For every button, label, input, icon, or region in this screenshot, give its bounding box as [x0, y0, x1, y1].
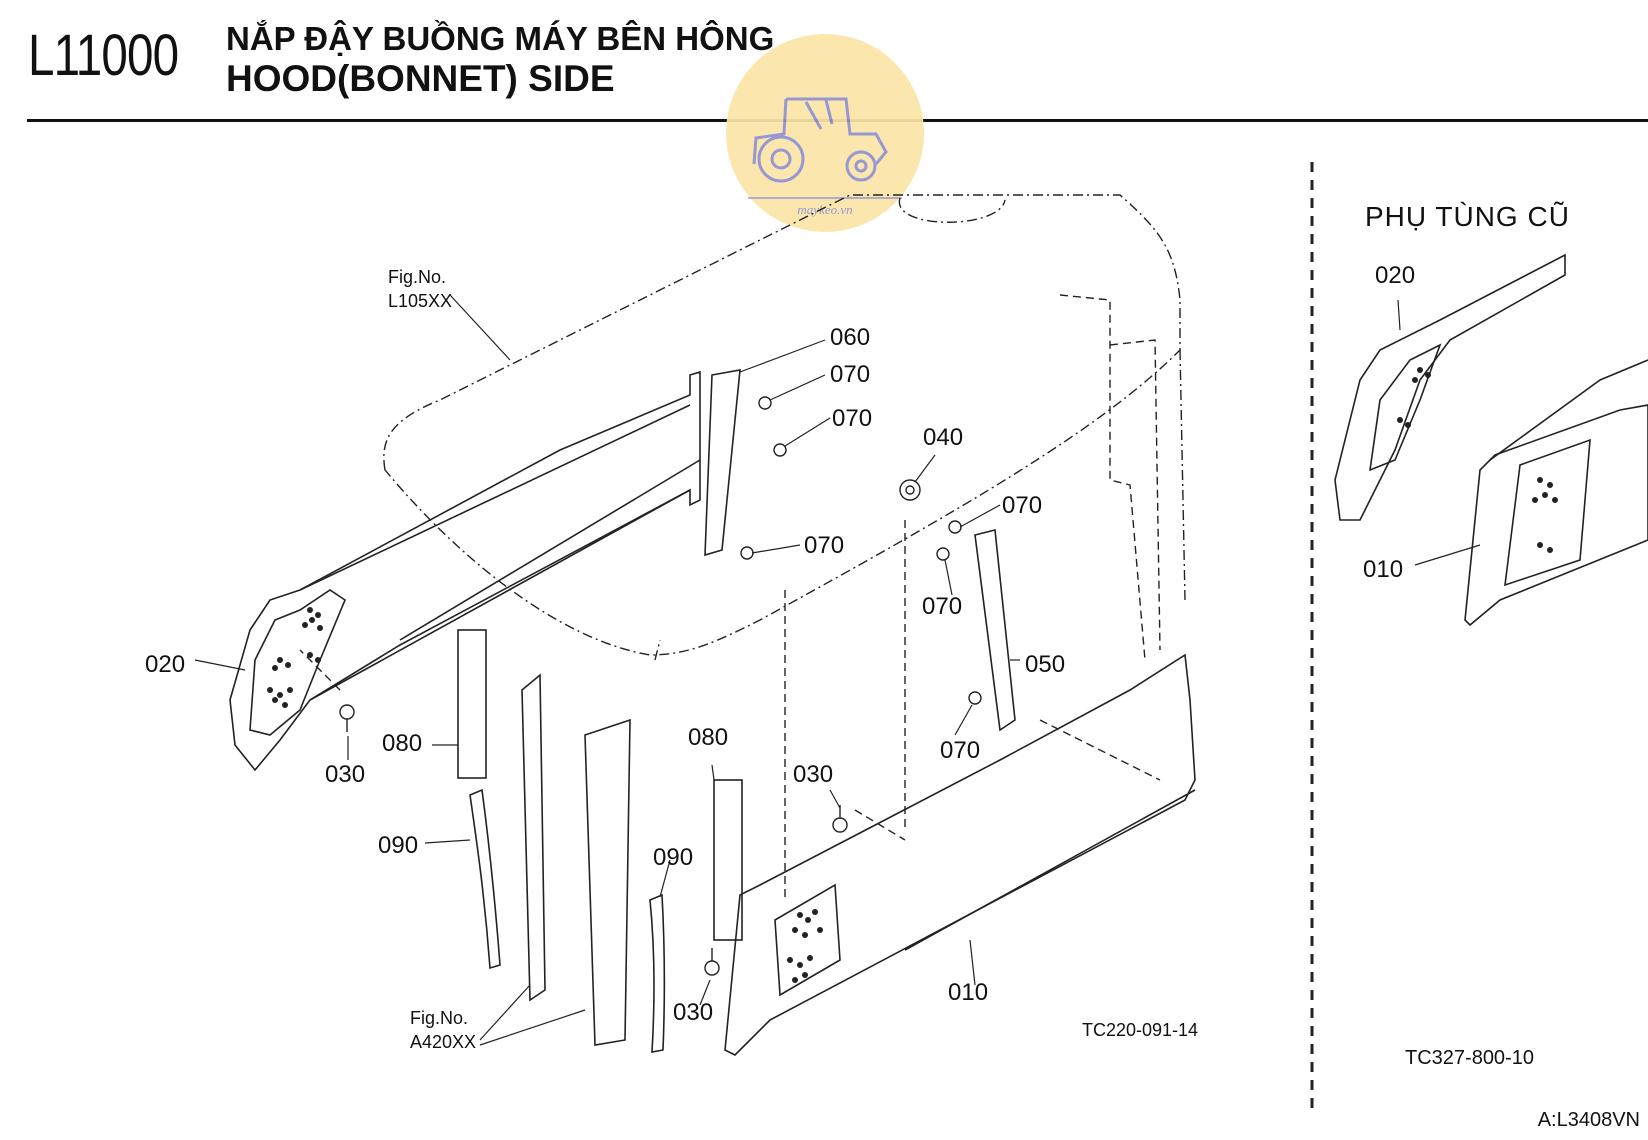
- old-label-010: 010: [1363, 556, 1403, 583]
- stay-050: [974, 529, 1016, 732]
- bolts: [339, 396, 982, 976]
- guide-lines: [299, 294, 1161, 900]
- old-panel-020: [1334, 253, 1566, 521]
- label-070-d: 070: [804, 532, 844, 559]
- page-title-vietnamese: NẮP ĐẬY BUỒNG MÁY BÊN HÔNG: [226, 20, 775, 57]
- grille-dots-010: [787, 909, 823, 983]
- fig-ref-bottom-line1: Fig.No.: [410, 1008, 468, 1028]
- label-040: 040: [923, 424, 963, 451]
- label-070-e: 070: [922, 593, 962, 620]
- grille-dots-old: [1397, 367, 1558, 553]
- drawing-code-main: TC220-091-14: [1082, 1020, 1198, 1040]
- label-080-left: 080: [382, 730, 422, 757]
- seal-080-right: [713, 779, 743, 941]
- label-070-a: 070: [830, 361, 870, 388]
- grille-dots-020: [267, 607, 323, 708]
- seal-090-left: [469, 788, 501, 970]
- side-panel-010: [724, 653, 1196, 1056]
- fig-ref-top-line2: L105XX: [388, 291, 452, 311]
- labels-old-parts: PHỤ TÙNG CŨ 020 010 TC327-800-10: [1363, 201, 1570, 1069]
- label-090-left: 090: [378, 832, 418, 859]
- drawing-code-old: TC327-800-10: [1405, 1047, 1534, 1069]
- bonnet-outline: [383, 194, 1186, 661]
- label-090-right: 090: [653, 844, 693, 871]
- seal-090-right: [649, 893, 666, 1053]
- watermark-logo: maykeo.vn: [726, 34, 924, 232]
- label-030-c: 030: [673, 999, 713, 1026]
- frame-member-left: [521, 673, 546, 1002]
- tractor-icon: maykeo.vn: [748, 97, 902, 217]
- frame-member-right: [584, 718, 631, 1046]
- old-leader-lines: [1397, 299, 1481, 566]
- old-label-020: 020: [1375, 262, 1415, 289]
- watermark-text: maykeo.vn: [797, 202, 852, 217]
- page-title-english: HOOD(BONNET) SIDE: [226, 58, 615, 99]
- leader-lines: [194, 294, 1020, 1046]
- label-060: 060: [830, 324, 870, 351]
- part-group-code: L11000: [28, 23, 179, 88]
- label-080-right: 080: [688, 724, 728, 751]
- stay-060: [704, 369, 741, 557]
- label-070-f: 070: [940, 737, 980, 764]
- label-050: 050: [1025, 651, 1065, 678]
- label-030-b: 030: [793, 761, 833, 788]
- side-panel-020: [229, 370, 701, 772]
- label-070-b: 070: [832, 405, 872, 432]
- old-parts-title: PHỤ TÙNG CŨ: [1365, 201, 1570, 232]
- document-code: A:L3408VN: [1537, 1109, 1640, 1131]
- label-070-c: 070: [1002, 492, 1042, 519]
- labels-main: Fig.No. L105XX 060 070 070 040 070 070 0…: [145, 267, 1198, 1052]
- label-010: 010: [948, 979, 988, 1006]
- fig-ref-top-line1: Fig.No.: [388, 267, 446, 287]
- label-020: 020: [145, 651, 185, 678]
- fig-ref-bottom-line2: A420XX: [410, 1032, 476, 1052]
- old-panel-010: [1464, 359, 1648, 627]
- label-030-a: 030: [325, 761, 365, 788]
- seal-080-left: [457, 629, 487, 779]
